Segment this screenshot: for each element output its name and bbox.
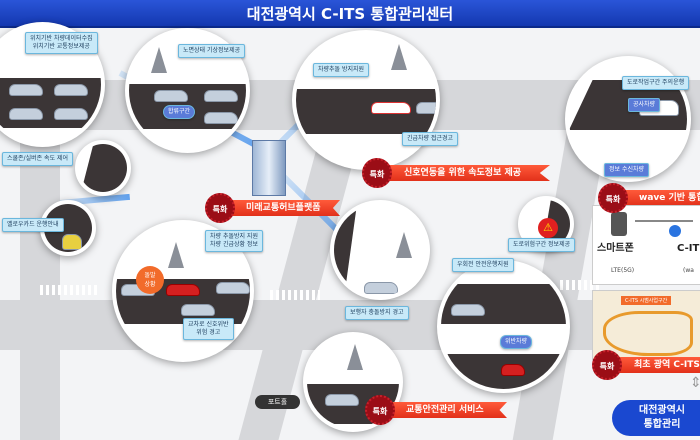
- bidirectional-arrow-icon: ⇕: [690, 375, 700, 391]
- device-panel: 스마트폰 LTE(5G) C-IT (wa: [592, 205, 700, 285]
- callout-probe-data: 위치기반 차량데이터수집 위치기반 교통정보제공: [25, 32, 98, 54]
- badge-construction-vehicle: 공사차량: [628, 98, 661, 112]
- pothole-badge: 포트홀: [255, 395, 300, 409]
- callout-vehicle-emergency: 차량 추돌방지 지원 차량 긴급상황 정보: [205, 230, 263, 252]
- device-cits-label: C-IT: [677, 243, 700, 254]
- callout-red-light-warning: 교차로 신호위반 위험 경고: [183, 318, 234, 340]
- callout-hazard-zone: 도로위험구간 정보제공: [508, 238, 576, 252]
- center-box: 대전광역시 통합관리: [612, 400, 700, 436]
- scene-circle-school-zone: [75, 140, 131, 196]
- ribbon-wave: wave 기반 통합: [615, 190, 700, 206]
- special-seal: 특화: [592, 350, 622, 380]
- ribbon-first-wide-cits: 최초 광역 C-ITS 구: [610, 357, 700, 373]
- callout-work-zone: 도로작업구간 주의운행: [622, 76, 690, 90]
- device-smartphone-sub: LTE(5G): [611, 267, 635, 274]
- callout-school-zone: 스쿨존/실버존 속도 제어: [2, 152, 74, 166]
- special-seal: 특화: [362, 158, 392, 188]
- callout-collision-avoid: 차량추돌 방지지원: [313, 63, 370, 77]
- ribbon-safety-service: 교통안전관리 서비스: [382, 402, 507, 418]
- map-label: C-ITS 시범사업구간: [621, 296, 672, 305]
- badge-merge-section: 합류구간: [163, 105, 196, 119]
- badge-violation-vehicle: 위반차량: [500, 335, 533, 349]
- crosswalk: [560, 280, 600, 290]
- cits-map: C-ITS 시범사업구간: [592, 290, 700, 360]
- device-cits-sub: (wa: [683, 267, 694, 274]
- bluetooth-icon: [669, 225, 681, 237]
- callout-emergency-warning: 긴급차량 접근경고: [402, 132, 459, 146]
- incident-badge: 돌발 상황: [136, 266, 164, 294]
- special-seal: 특화: [598, 183, 628, 213]
- warning-icon: ⚠: [538, 218, 558, 238]
- center-box-line2: 통합관리: [643, 419, 681, 430]
- callout-yellow-card: 옐로우카드 운행안내: [2, 218, 64, 232]
- callout-road-weather: 노면상태 기상정보제공: [178, 44, 246, 58]
- center-box-line1: 대전광역시: [639, 405, 685, 416]
- callout-pedestrian-warning: 보행자 충돌방지 경고: [345, 306, 409, 320]
- crosswalk: [270, 290, 320, 300]
- device-smartphone-label: 스마트폰: [597, 243, 634, 254]
- ribbon-signal-speed: 신호연동을 위한 속도정보 제공: [380, 165, 550, 181]
- scene-circle-emergency: [292, 30, 440, 170]
- link-arrow: [635, 220, 693, 222]
- map-route: [603, 311, 693, 356]
- scene-circle-pedestrian: [330, 200, 430, 300]
- scene-circle-probe-data: [0, 22, 105, 147]
- control-center-building-icon: [252, 140, 286, 196]
- badge-receiving-vehicle: 정보 수신차량: [604, 163, 650, 177]
- crosswalk: [40, 285, 100, 295]
- scene-circle-work-zone: [565, 56, 691, 182]
- special-seal: 특화: [205, 193, 235, 223]
- page-title: 대전광역시 C-ITS 통합관리센터: [0, 0, 700, 28]
- smartphone-icon: [611, 212, 627, 236]
- scene-circle-right-turn: [437, 260, 570, 393]
- callout-right-turn: 우회전 안전운행지원: [452, 258, 514, 272]
- special-seal: 특화: [365, 395, 395, 425]
- ribbon-traffic-hub: 미래교통허브플랫폼: [222, 200, 340, 216]
